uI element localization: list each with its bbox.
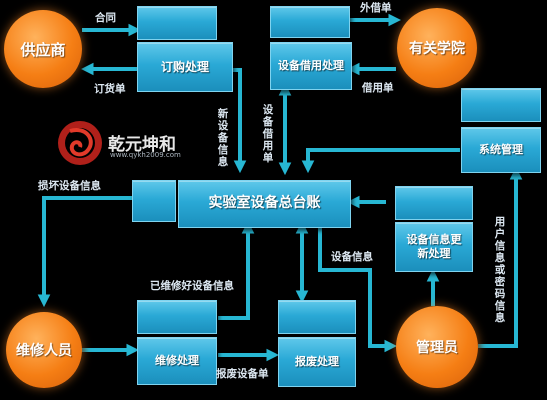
edge-label-borrow-form: 借用单 <box>362 82 394 94</box>
logo-url: www.qykh2009.com <box>110 151 181 159</box>
arrow-system-mgmt <box>301 148 460 174</box>
edge-label-new-equipment: 新设备信息 <box>217 108 229 168</box>
edge-label-repaired: 已维修好设备信息 <box>150 280 234 292</box>
edge-label-scrap-form: 报废设备单 <box>216 368 269 380</box>
arrow-damaged <box>37 196 132 308</box>
arrow-new-equipment <box>233 68 247 174</box>
supplier-label: 供应商 <box>20 40 66 59</box>
edge-label-equipment-info: 设备信息 <box>331 251 373 263</box>
arrow-repaired <box>218 220 255 320</box>
university-label: 有关学院 <box>409 41 465 57</box>
university-node: 有关学院 <box>397 8 477 88</box>
edge-label-contract: 合同 <box>95 12 116 24</box>
edge-label-equipment-borrow: 设备借用单 <box>262 104 274 164</box>
edge-label-damaged: 损坏设备信息 <box>38 180 101 192</box>
edge-label-user-info: 用户信息或密码信息 <box>494 216 506 324</box>
scrap-label: 报废处理 <box>295 355 339 369</box>
info-update-label: 设备信息更新处理 <box>406 233 462 260</box>
ledger-label: 实验室设备总台账 <box>208 195 321 212</box>
arrow-equipment-info <box>318 228 398 353</box>
supplier-node: 供应商 <box>4 10 82 88</box>
maintainer-label: 维修人员 <box>16 343 72 359</box>
lending-label: 设备借用处理 <box>278 59 344 73</box>
scrap-store <box>278 300 356 334</box>
repair-process: 维修处理 <box>137 337 217 385</box>
system-mgmt-store <box>461 88 541 122</box>
scrap-process: 报废处理 <box>278 337 356 387</box>
purchase-store <box>137 6 217 40</box>
lending-store <box>270 6 350 38</box>
repair-store <box>137 300 217 334</box>
purchase-label: 订购处理 <box>160 59 209 74</box>
repair-label: 维修处理 <box>155 354 199 368</box>
arrow-user-info <box>478 166 523 348</box>
purchase-process: 订购处理 <box>137 42 233 92</box>
info-update-store <box>395 186 473 220</box>
lending-process: 设备借用处理 <box>270 42 352 90</box>
edge-label-borrow-out: 外借单 <box>360 2 392 14</box>
admin-node: 管理员 <box>396 306 478 388</box>
maintainer-node: 维修人员 <box>6 312 82 388</box>
ledger-process: 实验室设备总台账 <box>178 180 351 228</box>
logo-name: 乾元坤和 <box>108 135 176 155</box>
system-mgmt-label: 系统管理 <box>479 143 523 157</box>
admin-label: 管理员 <box>416 340 458 356</box>
edge-label-order-form: 订货单 <box>94 83 126 95</box>
system-mgmt-process: 系统管理 <box>461 127 541 173</box>
info-update-process: 设备信息更新处理 <box>395 222 473 272</box>
ledger-side-store <box>132 180 176 222</box>
